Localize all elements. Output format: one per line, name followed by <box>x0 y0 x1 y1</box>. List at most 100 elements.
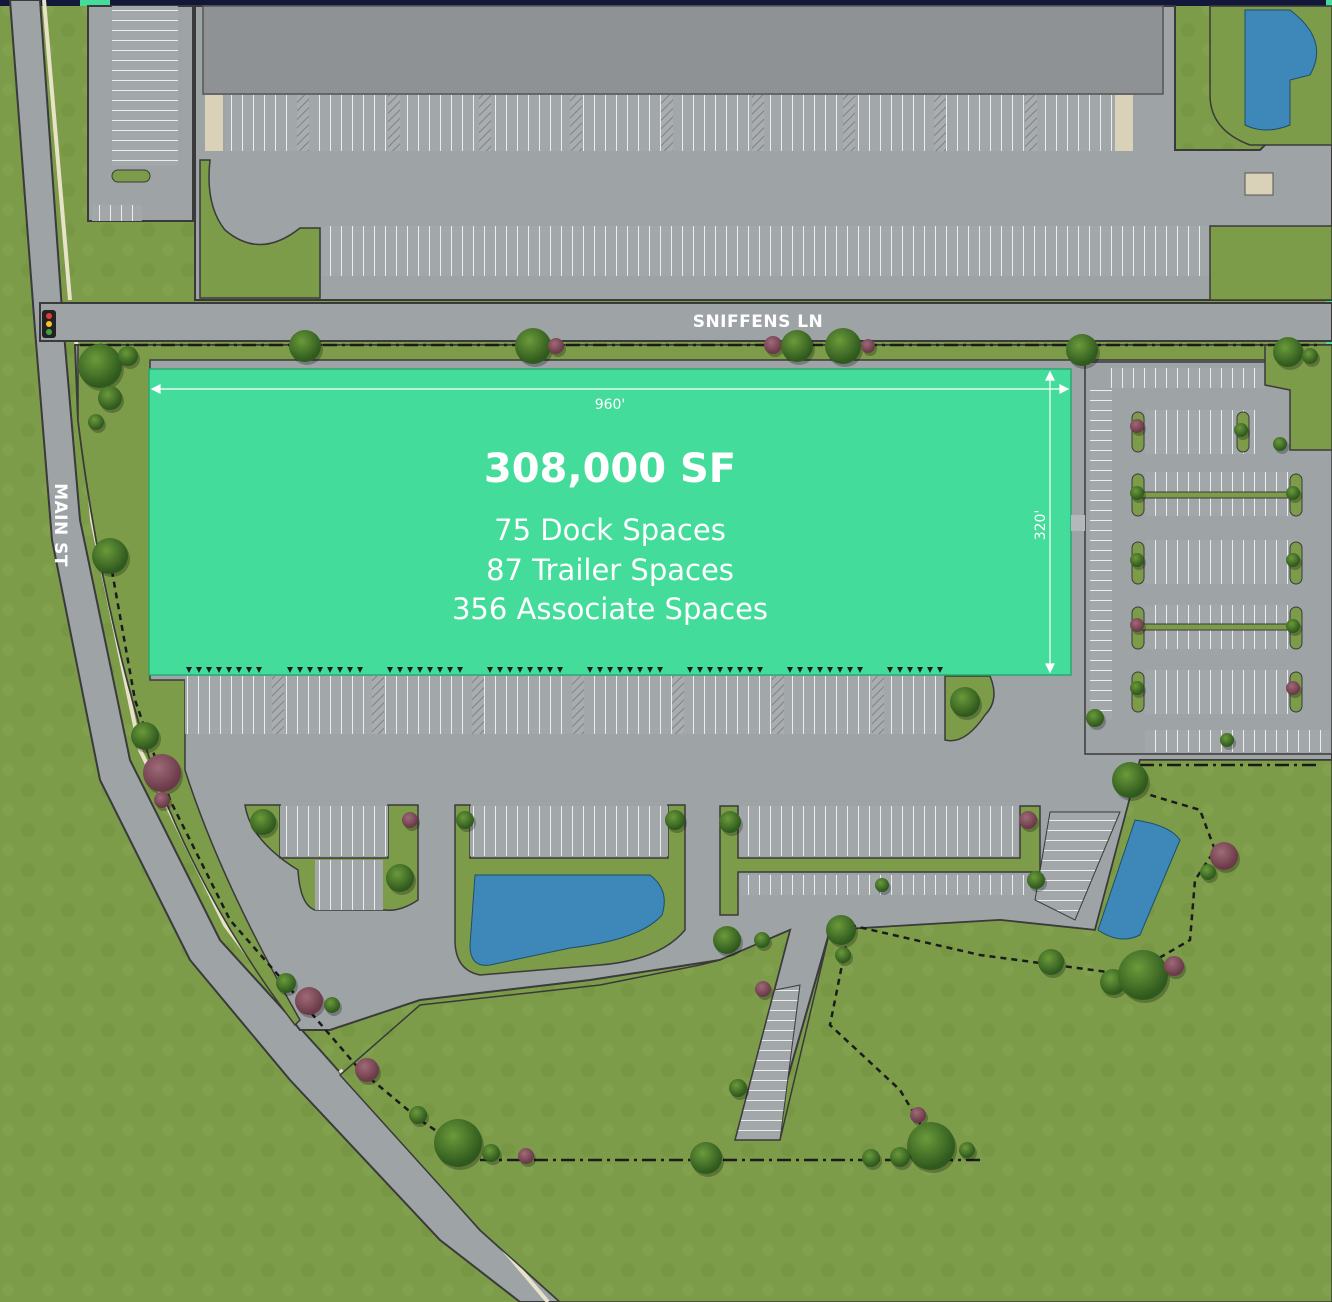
tree-icon <box>118 346 138 366</box>
small-structure <box>1244 172 1274 196</box>
tree-icon <box>862 1149 880 1167</box>
north-long-stalls <box>322 226 1210 276</box>
south-bay-right-stalls <box>738 806 1018 856</box>
dock-door-mark <box>727 667 733 673</box>
dock-door-mark <box>687 667 693 673</box>
east-lot-rows <box>1145 410 1330 752</box>
dock-door-mark <box>206 667 212 673</box>
dock-door-mark <box>527 667 533 673</box>
header-bar <box>0 0 1332 6</box>
associate-spaces-label: 356 Associate Spaces <box>452 592 768 626</box>
dock-door-mark <box>236 667 242 673</box>
tree-icon <box>1234 423 1248 437</box>
tree-icon <box>729 1079 747 1097</box>
dock-door-mark <box>547 667 553 673</box>
dock-door-mark <box>737 667 743 673</box>
depth-dimension-label: 320' <box>1033 510 1049 541</box>
dock-door-mark <box>256 667 262 673</box>
tree-icon <box>690 1142 722 1174</box>
dock-door-mark <box>717 667 723 673</box>
dock-door-mark <box>557 667 563 673</box>
dock-door-mark <box>417 667 423 673</box>
south-bay-mid-stalls <box>470 806 668 856</box>
tree-icon <box>754 932 770 948</box>
south-bay-left-stalls <box>280 806 388 856</box>
south-dock-stalls <box>185 676 945 734</box>
dock-door-mark <box>827 667 833 673</box>
dock-door-mark <box>627 667 633 673</box>
tree-icon <box>1130 486 1144 500</box>
tree-icon <box>1286 486 1300 500</box>
tree-icon <box>1200 864 1216 880</box>
tree-icon <box>1220 733 1234 747</box>
dock-door-mark <box>347 667 353 673</box>
tree-icon <box>434 1119 482 1167</box>
dock-door-mark <box>226 667 232 673</box>
ornamental-tree-icon <box>861 339 875 353</box>
tree-icon <box>78 344 122 388</box>
dock-door-mark <box>917 667 923 673</box>
tree-icon <box>92 538 128 574</box>
tree-icon <box>1286 619 1300 633</box>
dock-door-mark <box>897 667 903 673</box>
tree-icon <box>1130 681 1144 695</box>
east-pond <box>1097 819 1181 940</box>
dock-door-mark <box>297 667 303 673</box>
dock-door-mark <box>287 667 293 673</box>
trees <box>78 328 1320 1177</box>
dock-door-mark <box>447 667 453 673</box>
tree-icon <box>1112 762 1148 798</box>
tree-icon <box>131 722 159 750</box>
ornamental-tree-icon <box>1019 811 1037 829</box>
tree-icon <box>289 330 321 362</box>
building-area: 308,000 SF <box>484 446 736 492</box>
tree-icon <box>409 1106 427 1124</box>
sniffens-ln-road <box>39 302 1332 342</box>
dock-door-mark <box>637 667 643 673</box>
tree-icon <box>890 1147 910 1167</box>
tree-icon <box>324 997 340 1013</box>
ornamental-tree-icon <box>1164 956 1184 976</box>
tree-icon <box>719 811 741 833</box>
dock-door-mark <box>797 667 803 673</box>
ornamental-tree-icon <box>518 1148 534 1164</box>
east-angled-stalls <box>1034 811 1121 921</box>
dock-door-mark <box>487 667 493 673</box>
south-bay-right-grass <box>719 805 1041 916</box>
ornamental-tree-icon <box>1286 681 1300 695</box>
ornamental-tree-icon <box>910 1107 926 1123</box>
dock-door-mark <box>397 667 403 673</box>
tree-icon <box>1066 334 1098 366</box>
tree-icon <box>98 386 122 410</box>
east-lot-stalls-left <box>1090 390 1112 720</box>
dock-door-mark <box>937 667 943 673</box>
tree-icon <box>665 810 685 830</box>
tree-icon <box>950 687 980 717</box>
dock-door-mark <box>357 667 363 673</box>
tree-icon <box>825 328 861 364</box>
dock-door-mark <box>587 667 593 673</box>
dock-door-mark <box>647 667 653 673</box>
tree-icon <box>959 1142 975 1158</box>
proposed-building <box>148 368 1072 676</box>
dock-door-mark <box>427 667 433 673</box>
tree-icon <box>826 915 856 945</box>
dock-door-mark <box>407 667 413 673</box>
ornamental-tree-icon <box>1210 842 1238 870</box>
dock-door-mark <box>707 667 713 673</box>
dock-door-mark <box>216 667 222 673</box>
tree-icon <box>482 1144 500 1162</box>
north-dock-end-left <box>205 95 223 151</box>
tree-icon <box>781 330 813 362</box>
existing-building-north <box>202 5 1164 95</box>
tree-icon <box>515 328 551 364</box>
dock-door-mark <box>337 667 343 673</box>
tree-icon <box>88 414 104 430</box>
tree-icon <box>713 926 741 954</box>
tree-icon <box>1118 950 1168 1000</box>
ornamental-tree-icon <box>755 981 771 997</box>
ornamental-tree-icon <box>1130 419 1144 433</box>
north-left-stalls-bottom <box>92 205 142 221</box>
tree-icon <box>1273 437 1287 451</box>
